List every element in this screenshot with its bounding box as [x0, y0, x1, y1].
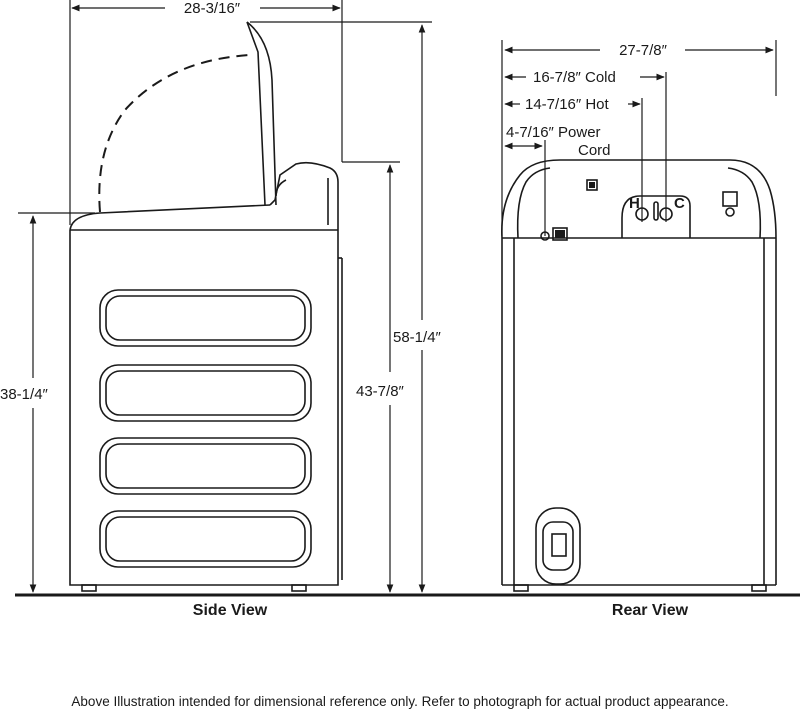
- dim-height-open-label: 58-1/4″: [393, 329, 442, 346]
- dim-power-label-1: 4-7/16″ Power: [506, 124, 601, 141]
- rear-view-caption: Rear View: [611, 602, 689, 619]
- side-view-washer: [69, 21, 343, 592]
- dim-power-label-2: Cord: [578, 142, 611, 159]
- dim-cold-label: 16-7/8″ Cold: [533, 69, 616, 86]
- dim-height-closed-label: 38-1/4″: [0, 386, 49, 403]
- hot-inlet-marker: H: [629, 195, 640, 212]
- rear-view-dimensions: [501, 40, 777, 236]
- side-view-dimensions: [18, 0, 432, 593]
- dimension-footnote: Above Illustration intended for dimensio…: [71, 694, 729, 709]
- dim-height-console-label: 43-7/8″: [356, 383, 405, 400]
- side-view-caption: Side View: [192, 602, 268, 619]
- dim-depth-label: 28-3/16″: [184, 0, 241, 17]
- power-cord-plug: [555, 230, 565, 238]
- cold-inlet-marker: C: [674, 195, 685, 212]
- rear-label-marker: [589, 182, 595, 188]
- rear-view-washer: [501, 159, 777, 592]
- dim-width-label: 27-7/8″: [619, 42, 668, 59]
- dim-hot-label: 14-7/16″ Hot: [525, 96, 610, 113]
